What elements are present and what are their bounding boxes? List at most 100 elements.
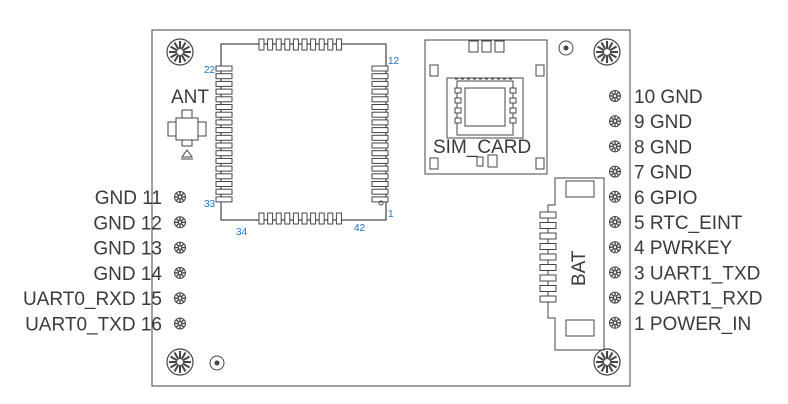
module-pad xyxy=(215,157,233,164)
battery-pad xyxy=(539,243,557,250)
mount-hole-top-right xyxy=(593,38,621,66)
module-pad xyxy=(215,181,233,187)
module-pad xyxy=(258,38,265,51)
module-pad xyxy=(215,173,233,180)
battery-pad xyxy=(539,274,557,282)
right-pin-9-pad xyxy=(609,115,621,128)
sim-contact xyxy=(509,87,517,94)
module-pad xyxy=(215,150,233,157)
module-pad xyxy=(215,80,233,87)
module-pad xyxy=(371,165,389,172)
battery-connector: BAT xyxy=(539,177,605,351)
right-pin-6-label: 6 GPIO xyxy=(634,188,697,209)
right-pin-10-label: 10 GND xyxy=(634,87,703,108)
sim-contacts xyxy=(454,87,517,124)
battery-pad xyxy=(539,285,557,292)
module-pad xyxy=(301,212,308,225)
module-pad xyxy=(215,65,233,72)
battery-pad xyxy=(539,253,557,261)
module-pad xyxy=(371,111,389,118)
left-pin-11-label: GND 11 xyxy=(95,188,162,209)
module-pad xyxy=(284,212,291,225)
left-pin-14-label: GND 14 xyxy=(93,264,162,285)
left-pin-12-label: GND 12 xyxy=(93,213,162,234)
module-pads-bottom xyxy=(258,212,342,225)
module-pad xyxy=(371,134,389,141)
battery-pad xyxy=(539,211,557,219)
battery-pads xyxy=(539,211,557,303)
module-pin-22: 22 xyxy=(204,65,216,76)
module-pad xyxy=(371,181,389,187)
module-pad xyxy=(371,173,389,180)
battery-pad xyxy=(539,232,557,240)
module-pad xyxy=(215,111,233,118)
module-pad xyxy=(371,96,389,103)
module-pad xyxy=(275,38,282,51)
screw-hole-bottom xyxy=(209,355,225,371)
module-pads-top xyxy=(258,38,342,51)
module-pad xyxy=(267,212,274,225)
module-pad xyxy=(215,119,233,126)
module-pad xyxy=(215,134,233,141)
right-pin-3-pad xyxy=(609,266,621,279)
module-pad xyxy=(371,80,389,87)
module-pad xyxy=(371,104,389,110)
left-pin-16-label: UART0_TXD 16 xyxy=(25,315,162,336)
left-pin-12-pad xyxy=(174,216,186,229)
right-pin-6-pad xyxy=(609,190,621,203)
module-pad xyxy=(371,65,389,72)
screw-hole-top xyxy=(558,40,574,56)
module-pad xyxy=(215,88,233,95)
left-pin-13-pad xyxy=(174,241,186,254)
module-pad xyxy=(215,165,233,172)
right-pin-5-label: 5 RTC_EINT xyxy=(634,213,743,234)
module-pad xyxy=(335,38,342,51)
sim-contact xyxy=(454,107,462,114)
battery-pad xyxy=(539,295,557,303)
module-pad xyxy=(215,96,233,103)
right-pin-9-label: 9 GND xyxy=(634,112,692,133)
module-pad xyxy=(215,142,233,149)
module-pin-42: 42 xyxy=(354,223,366,234)
sim-contact xyxy=(509,117,517,124)
board-outline xyxy=(151,29,631,387)
module-chip: 22 12 33 1 34 42 xyxy=(204,38,400,238)
right-pin-7-pad xyxy=(609,165,621,178)
module-pin-12: 12 xyxy=(388,56,400,67)
sim-contact xyxy=(454,87,462,94)
module-pad xyxy=(215,73,233,80)
right-pin-2-pad xyxy=(609,291,621,304)
sim-contact xyxy=(454,97,462,104)
module-pad xyxy=(267,38,274,51)
left-pin-13-label: GND 13 xyxy=(93,239,162,260)
right-pin-7-label: 7 GND xyxy=(634,163,692,184)
sim-contact xyxy=(509,97,517,104)
module-pad xyxy=(327,38,334,51)
module-pin-1: 1 xyxy=(388,209,394,220)
left-pin-16-pad xyxy=(174,317,186,330)
right-pin-1-pad xyxy=(609,316,621,329)
right-pin-8-pad xyxy=(609,140,621,153)
left-pin-15-pad xyxy=(174,292,186,305)
left-pin-14-pad xyxy=(174,266,186,279)
left-pin-11-pad xyxy=(174,191,186,203)
battery-pad xyxy=(539,264,557,271)
module-pad xyxy=(318,212,325,225)
module-pads-right xyxy=(371,65,389,203)
module-pin-33: 33 xyxy=(204,199,216,210)
module-pad xyxy=(371,127,389,134)
mount-hole-bottom-right xyxy=(593,348,621,376)
module-pads-left xyxy=(215,65,233,203)
module-pad xyxy=(215,196,233,203)
module-pad xyxy=(335,212,342,225)
module-pad xyxy=(258,212,265,225)
mount-hole-top-left xyxy=(166,38,194,66)
mount-hole-bottom-left xyxy=(166,348,194,376)
module-pad xyxy=(215,104,233,110)
mounting-holes xyxy=(166,38,621,376)
module-pad xyxy=(215,188,233,195)
right-pin-2-label: 2 UART1_RXD xyxy=(634,289,762,310)
right-pin-5-pad xyxy=(609,216,621,228)
sim-card-holder: SIM_CARD xyxy=(424,39,548,175)
